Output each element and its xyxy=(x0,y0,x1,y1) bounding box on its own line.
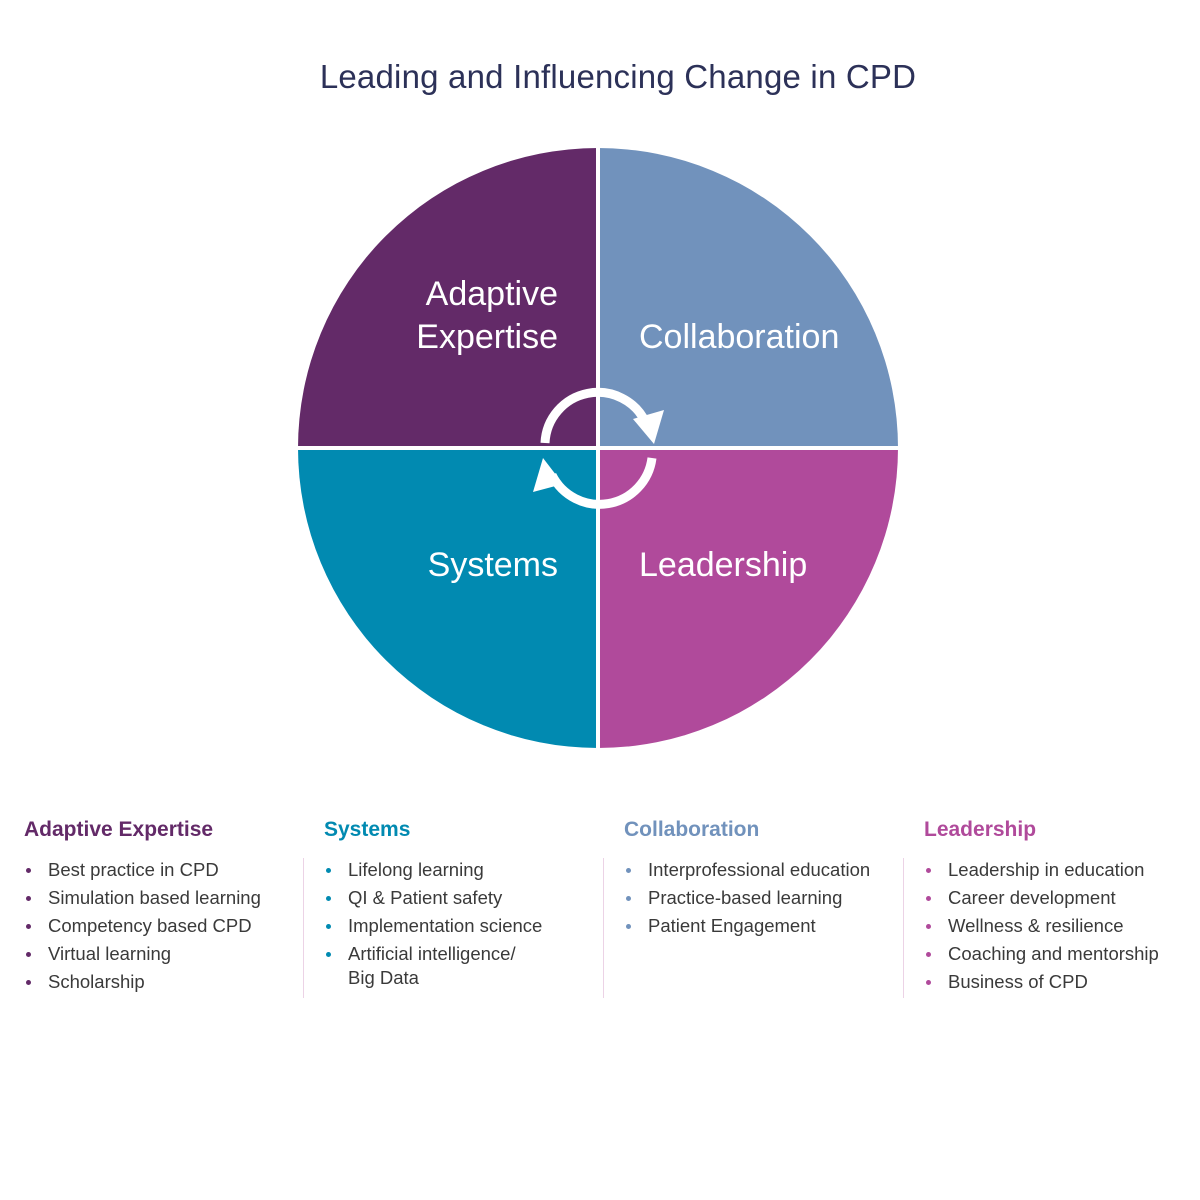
list-item: Virtual learning xyxy=(24,942,309,966)
column-divider xyxy=(903,858,904,998)
column-divider xyxy=(603,858,604,998)
bullet-dot-icon xyxy=(26,980,31,985)
bullet-dot-icon xyxy=(626,924,631,929)
bullet-dot-icon xyxy=(926,980,931,985)
list-item: Practice-based learning xyxy=(624,886,909,910)
quadrant-collaboration[interactable] xyxy=(598,148,898,448)
bullet-dot-icon xyxy=(626,896,631,901)
bullet-dot-icon xyxy=(926,868,931,873)
list-item: Competency based CPD xyxy=(24,914,309,938)
page-title: Leading and Influencing Change in CPD xyxy=(319,58,917,95)
bullet-dot-icon xyxy=(926,924,931,929)
column-title: Collaboration xyxy=(624,818,760,841)
list-item-text: Interprofessional education xyxy=(648,859,871,880)
list-item-text: Patient Engagement xyxy=(648,915,816,936)
list-item-text: Business of CPD xyxy=(948,971,1088,992)
list-item: Interprofessional education xyxy=(624,858,909,882)
bullet-dot-icon xyxy=(26,868,31,873)
bullet-dot-icon xyxy=(326,896,331,901)
list-item: Business of CPD xyxy=(924,970,1200,994)
bullet-dot-icon xyxy=(326,924,331,929)
list-item-text: Competency based CPD xyxy=(48,915,252,936)
quadrant-label-systems: Systems xyxy=(428,546,558,584)
list-item-text: Best practice in CPD xyxy=(48,859,219,880)
quadrant-label-leadership: Leadership xyxy=(639,546,807,584)
column-title: Leadership xyxy=(924,818,1037,841)
list-item-text: Artificial intelligence/ Big Data xyxy=(348,943,516,988)
list-item: Coaching and mentorship xyxy=(924,942,1200,966)
bullet-dot-icon xyxy=(326,868,331,873)
list-item-text: Coaching and mentorship xyxy=(948,943,1159,964)
column-divider xyxy=(303,858,304,998)
bullet-dot-icon xyxy=(26,924,31,929)
list-item: Scholarship xyxy=(24,970,309,994)
quadrant-adaptive-expertise[interactable] xyxy=(298,148,598,448)
list-item-text: Lifelong learning xyxy=(348,859,484,880)
quadrant-label-adaptive-line1: Adaptive xyxy=(426,275,558,313)
list-item: QI & Patient safety xyxy=(324,886,609,910)
bullet-dot-icon xyxy=(326,952,331,957)
bullet-dot-icon xyxy=(26,896,31,901)
list-item-text: Simulation based learning xyxy=(48,887,261,908)
list-item: Best practice in CPD xyxy=(24,858,309,882)
quadrant-systems[interactable] xyxy=(298,448,598,748)
list-item-text: Practice-based learning xyxy=(648,887,843,908)
list-item-text: Wellness & resilience xyxy=(948,915,1124,936)
list-item-text: Virtual learning xyxy=(48,943,172,964)
quadrant-leadership[interactable] xyxy=(598,448,898,748)
bullet-list: Best practice in CPD Simulation based lea… xyxy=(24,856,309,1004)
bullet-dot-icon xyxy=(926,952,931,957)
list-item-text: Career development xyxy=(948,887,1116,908)
list-item: Career development xyxy=(924,886,1200,910)
bullet-dot-icon xyxy=(626,868,631,873)
list-item: Implementation science xyxy=(324,914,609,938)
list-item: Leadership in education xyxy=(924,858,1200,882)
list-item-text: Leadership in education xyxy=(948,859,1145,880)
column-title: Adaptive Expertise xyxy=(24,818,214,841)
list-item: Simulation based learning xyxy=(24,886,309,910)
column-title: Systems xyxy=(324,818,411,841)
list-item-text: Scholarship xyxy=(48,971,145,992)
list-item-text: QI & Patient safety xyxy=(348,887,503,908)
bullet-dot-icon xyxy=(926,896,931,901)
list-item: Wellness & resilience xyxy=(924,914,1200,938)
bullet-dot-icon xyxy=(26,952,31,957)
list-item: Artificial intelligence/ Big Data xyxy=(324,942,609,990)
cpd-wheel-diagram: Adaptive Expertise Collaboration Systems… xyxy=(298,148,898,748)
list-item: Patient Engagement xyxy=(624,914,909,938)
quadrant-label-collaboration: Collaboration xyxy=(639,318,839,356)
quadrant-label-adaptive-line2: Expertise xyxy=(416,318,558,356)
circular-arrows-icon xyxy=(533,387,664,509)
list-item-text: Implementation science xyxy=(348,915,543,936)
list-item: Lifelong learning xyxy=(324,858,609,882)
